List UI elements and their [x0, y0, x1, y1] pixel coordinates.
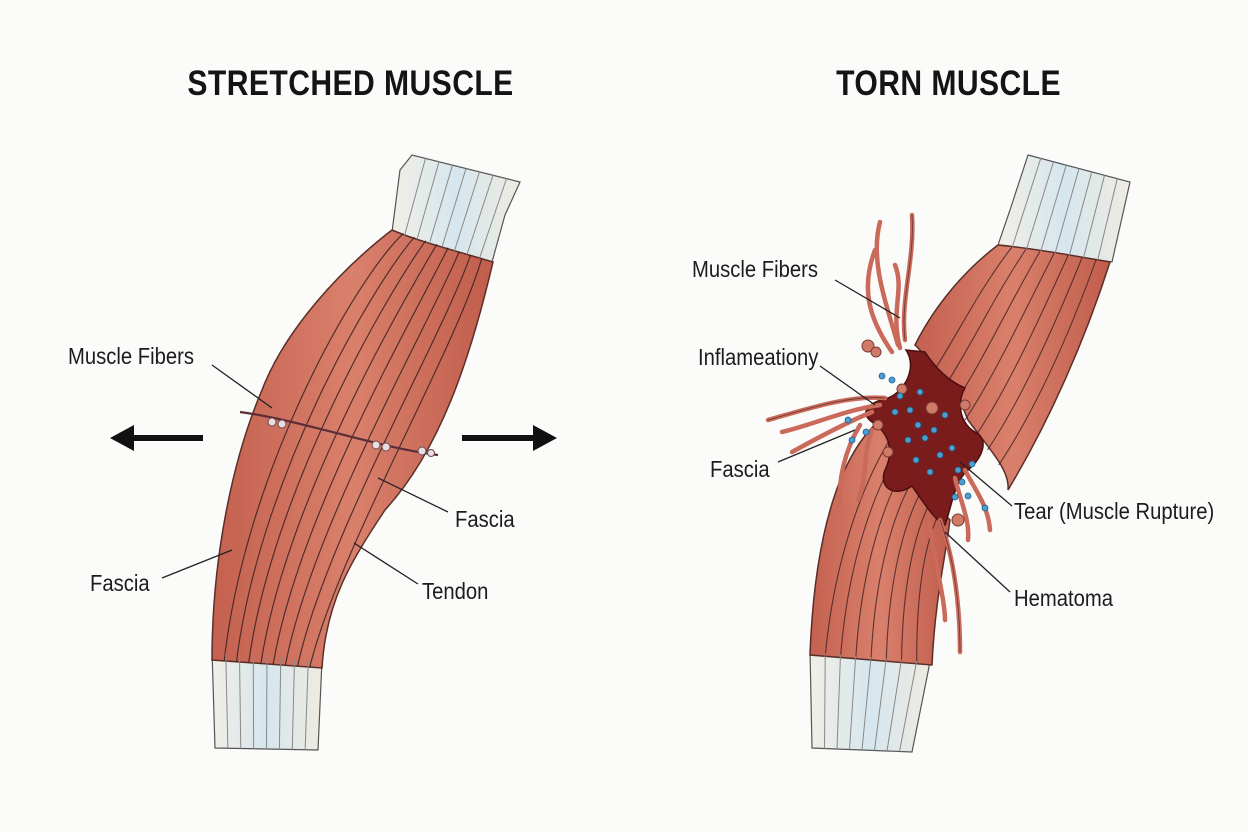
- tendon-strand: [1040, 164, 1067, 252]
- tendon-strand: [1068, 171, 1093, 256]
- tendon-strand: [416, 161, 440, 240]
- torn-tendon-strands: [824, 158, 1118, 752]
- tendon-strand: [225, 653, 229, 749]
- fluid-dot: [888, 376, 896, 384]
- tendon-strand: [466, 175, 494, 255]
- fluid-dot: [878, 372, 886, 380]
- label-inflammation: Inflameationy: [698, 344, 819, 370]
- tendon-strand: [861, 656, 872, 751]
- fiber-line: [260, 243, 438, 664]
- fluid-dot: [844, 416, 852, 424]
- torn-muscle-figure: [765, 154, 1131, 753]
- tendon-strand: [441, 168, 467, 248]
- tendon-strand: [1097, 178, 1118, 260]
- fiber-line: [930, 246, 1013, 376]
- inflammation-fluid-dots: [844, 372, 989, 512]
- fluid-dot: [941, 411, 949, 419]
- tendon-strand: [886, 659, 902, 752]
- tendon-strand: [479, 178, 507, 259]
- tendon-strand: [849, 655, 857, 750]
- tendon-strand: [1011, 158, 1042, 248]
- torn-fiber-outlines: [767, 214, 961, 653]
- fluid-dot: [896, 392, 904, 400]
- tendon-strands: [225, 158, 507, 750]
- tendon-strand: [824, 653, 826, 749]
- fluid-dot: [936, 451, 944, 459]
- torn-muscle-title: TORN MUSCLE: [836, 64, 1062, 103]
- muscle-belly: [211, 229, 494, 669]
- label-muscle-fibers-torn: Muscle Fibers: [692, 256, 818, 282]
- fluid-dot: [862, 428, 870, 436]
- fluid-dot: [930, 426, 938, 434]
- tendon-strand: [1083, 175, 1105, 258]
- tendon-strand: [874, 658, 887, 751]
- tendon-strand: [404, 158, 426, 236]
- label-hematoma: Hematoma: [1014, 585, 1113, 611]
- label-muscle-fibers-stretched: Muscle Fibers: [68, 343, 194, 369]
- tendon-strand: [454, 171, 480, 251]
- fluid-dot: [968, 460, 976, 468]
- left-leader-lines: [161, 364, 449, 585]
- fluid-dot: [954, 466, 962, 474]
- tendon-strand: [429, 164, 453, 244]
- fluid-dot: [958, 478, 966, 486]
- fluid-dot: [916, 388, 924, 396]
- stretched-muscle-title: STRETCHED MUSCLE: [187, 64, 514, 103]
- fluid-dot: [891, 408, 899, 416]
- torn-muscle-fiber-lines: [824, 246, 1097, 664]
- stretch-arrow-right: [462, 425, 557, 451]
- stretch-arrow-left: [110, 425, 203, 451]
- fluid-dot: [921, 434, 929, 442]
- fiber-line: [942, 248, 1027, 391]
- tendon-strand: [1026, 161, 1054, 250]
- fiber-line: [885, 485, 925, 662]
- fiber-line: [824, 440, 890, 657]
- label-tendon-stretched: Tendon: [422, 578, 489, 604]
- fiber-line: [248, 240, 427, 663]
- label-fascia-stretched-left: Fascia: [90, 570, 150, 596]
- label-tear: Tear (Muscle Rupture): [1014, 498, 1215, 524]
- fiber-line: [284, 251, 460, 666]
- fiber-line: [223, 233, 404, 661]
- fluid-dot: [981, 504, 989, 512]
- fiber-line: [975, 255, 1069, 436]
- tendon-strand: [1054, 168, 1080, 254]
- fluid-dot: [848, 436, 856, 444]
- stretch-line: [239, 410, 439, 457]
- tendon-strand: [278, 658, 282, 750]
- tendon-strand: [239, 654, 242, 749]
- tendon-strand: [291, 659, 295, 750]
- fiber-line: [987, 257, 1083, 451]
- stretch-nodules: [267, 417, 435, 457]
- tendon-strand: [304, 660, 309, 750]
- fiber-line: [309, 258, 483, 668]
- tendon-strand: [266, 656, 268, 750]
- fiber-line: [998, 259, 1097, 466]
- fluid-dot: [912, 456, 920, 464]
- fiber-line: [964, 253, 1055, 421]
- label-fascia-torn: Fascia: [710, 456, 770, 482]
- fiber-line: [272, 247, 449, 665]
- fluid-dot: [964, 492, 972, 500]
- fluid-dot: [904, 436, 912, 444]
- right-leader-lines: [777, 279, 1013, 593]
- label-fascia-stretched-right: Fascia: [455, 506, 515, 532]
- fluid-dot: [906, 406, 914, 414]
- fluid-dot: [914, 421, 922, 429]
- tendon-strand: [899, 660, 918, 752]
- fluid-dot: [951, 493, 959, 501]
- tendon-strand: [836, 654, 841, 750]
- stretched-muscle-figure: [110, 154, 557, 751]
- fluid-dot: [948, 444, 956, 452]
- fluid-dot: [926, 468, 934, 476]
- fiber-line: [235, 236, 415, 662]
